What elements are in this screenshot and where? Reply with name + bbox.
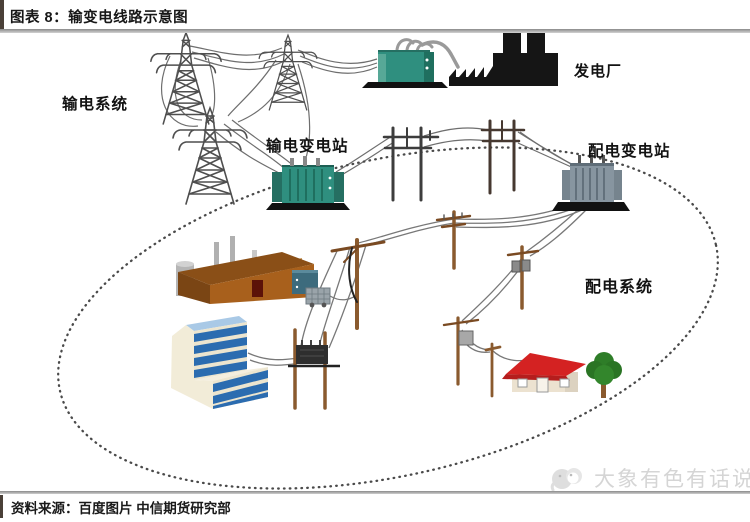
watermark-text: 大象有色有话说 xyxy=(594,468,750,491)
label-transmission-system: 输电系统 xyxy=(62,96,129,113)
label-power-plant: 发电厂 xyxy=(574,63,623,80)
label-transmission-substation: 输电变电站 xyxy=(266,138,349,155)
label-distribution-substation: 配电变电站 xyxy=(588,143,671,160)
elephant-icon xyxy=(550,468,582,492)
factory-building xyxy=(176,236,331,308)
distribution-boundary-ellipse xyxy=(57,146,719,490)
watermark: 大象有色有话说 xyxy=(550,463,750,493)
label-distribution-system: 配电系统 xyxy=(585,279,654,296)
h-frame-pole-1 xyxy=(382,126,440,202)
distribution-substation-transformer xyxy=(552,153,630,211)
generator-transformer xyxy=(362,38,460,88)
utility-poles xyxy=(293,210,540,410)
footer-accent-bar xyxy=(0,495,3,518)
header-accent-bar xyxy=(0,0,4,29)
tree xyxy=(586,352,622,398)
footer-rule xyxy=(0,491,750,494)
house xyxy=(502,353,586,393)
source-attribution: 资料来源：百度图片 中信期货研究部 xyxy=(11,501,231,516)
power-plant-building xyxy=(449,33,558,86)
transmission-substation-transformer xyxy=(266,156,350,210)
header-rule xyxy=(0,29,750,33)
office-building-blue xyxy=(171,316,268,409)
figure-title: 图表 8：输变电线路示意图 xyxy=(10,10,189,26)
h-frame-pole-2 xyxy=(480,119,526,195)
pole-mounted-transformer xyxy=(288,259,531,368)
